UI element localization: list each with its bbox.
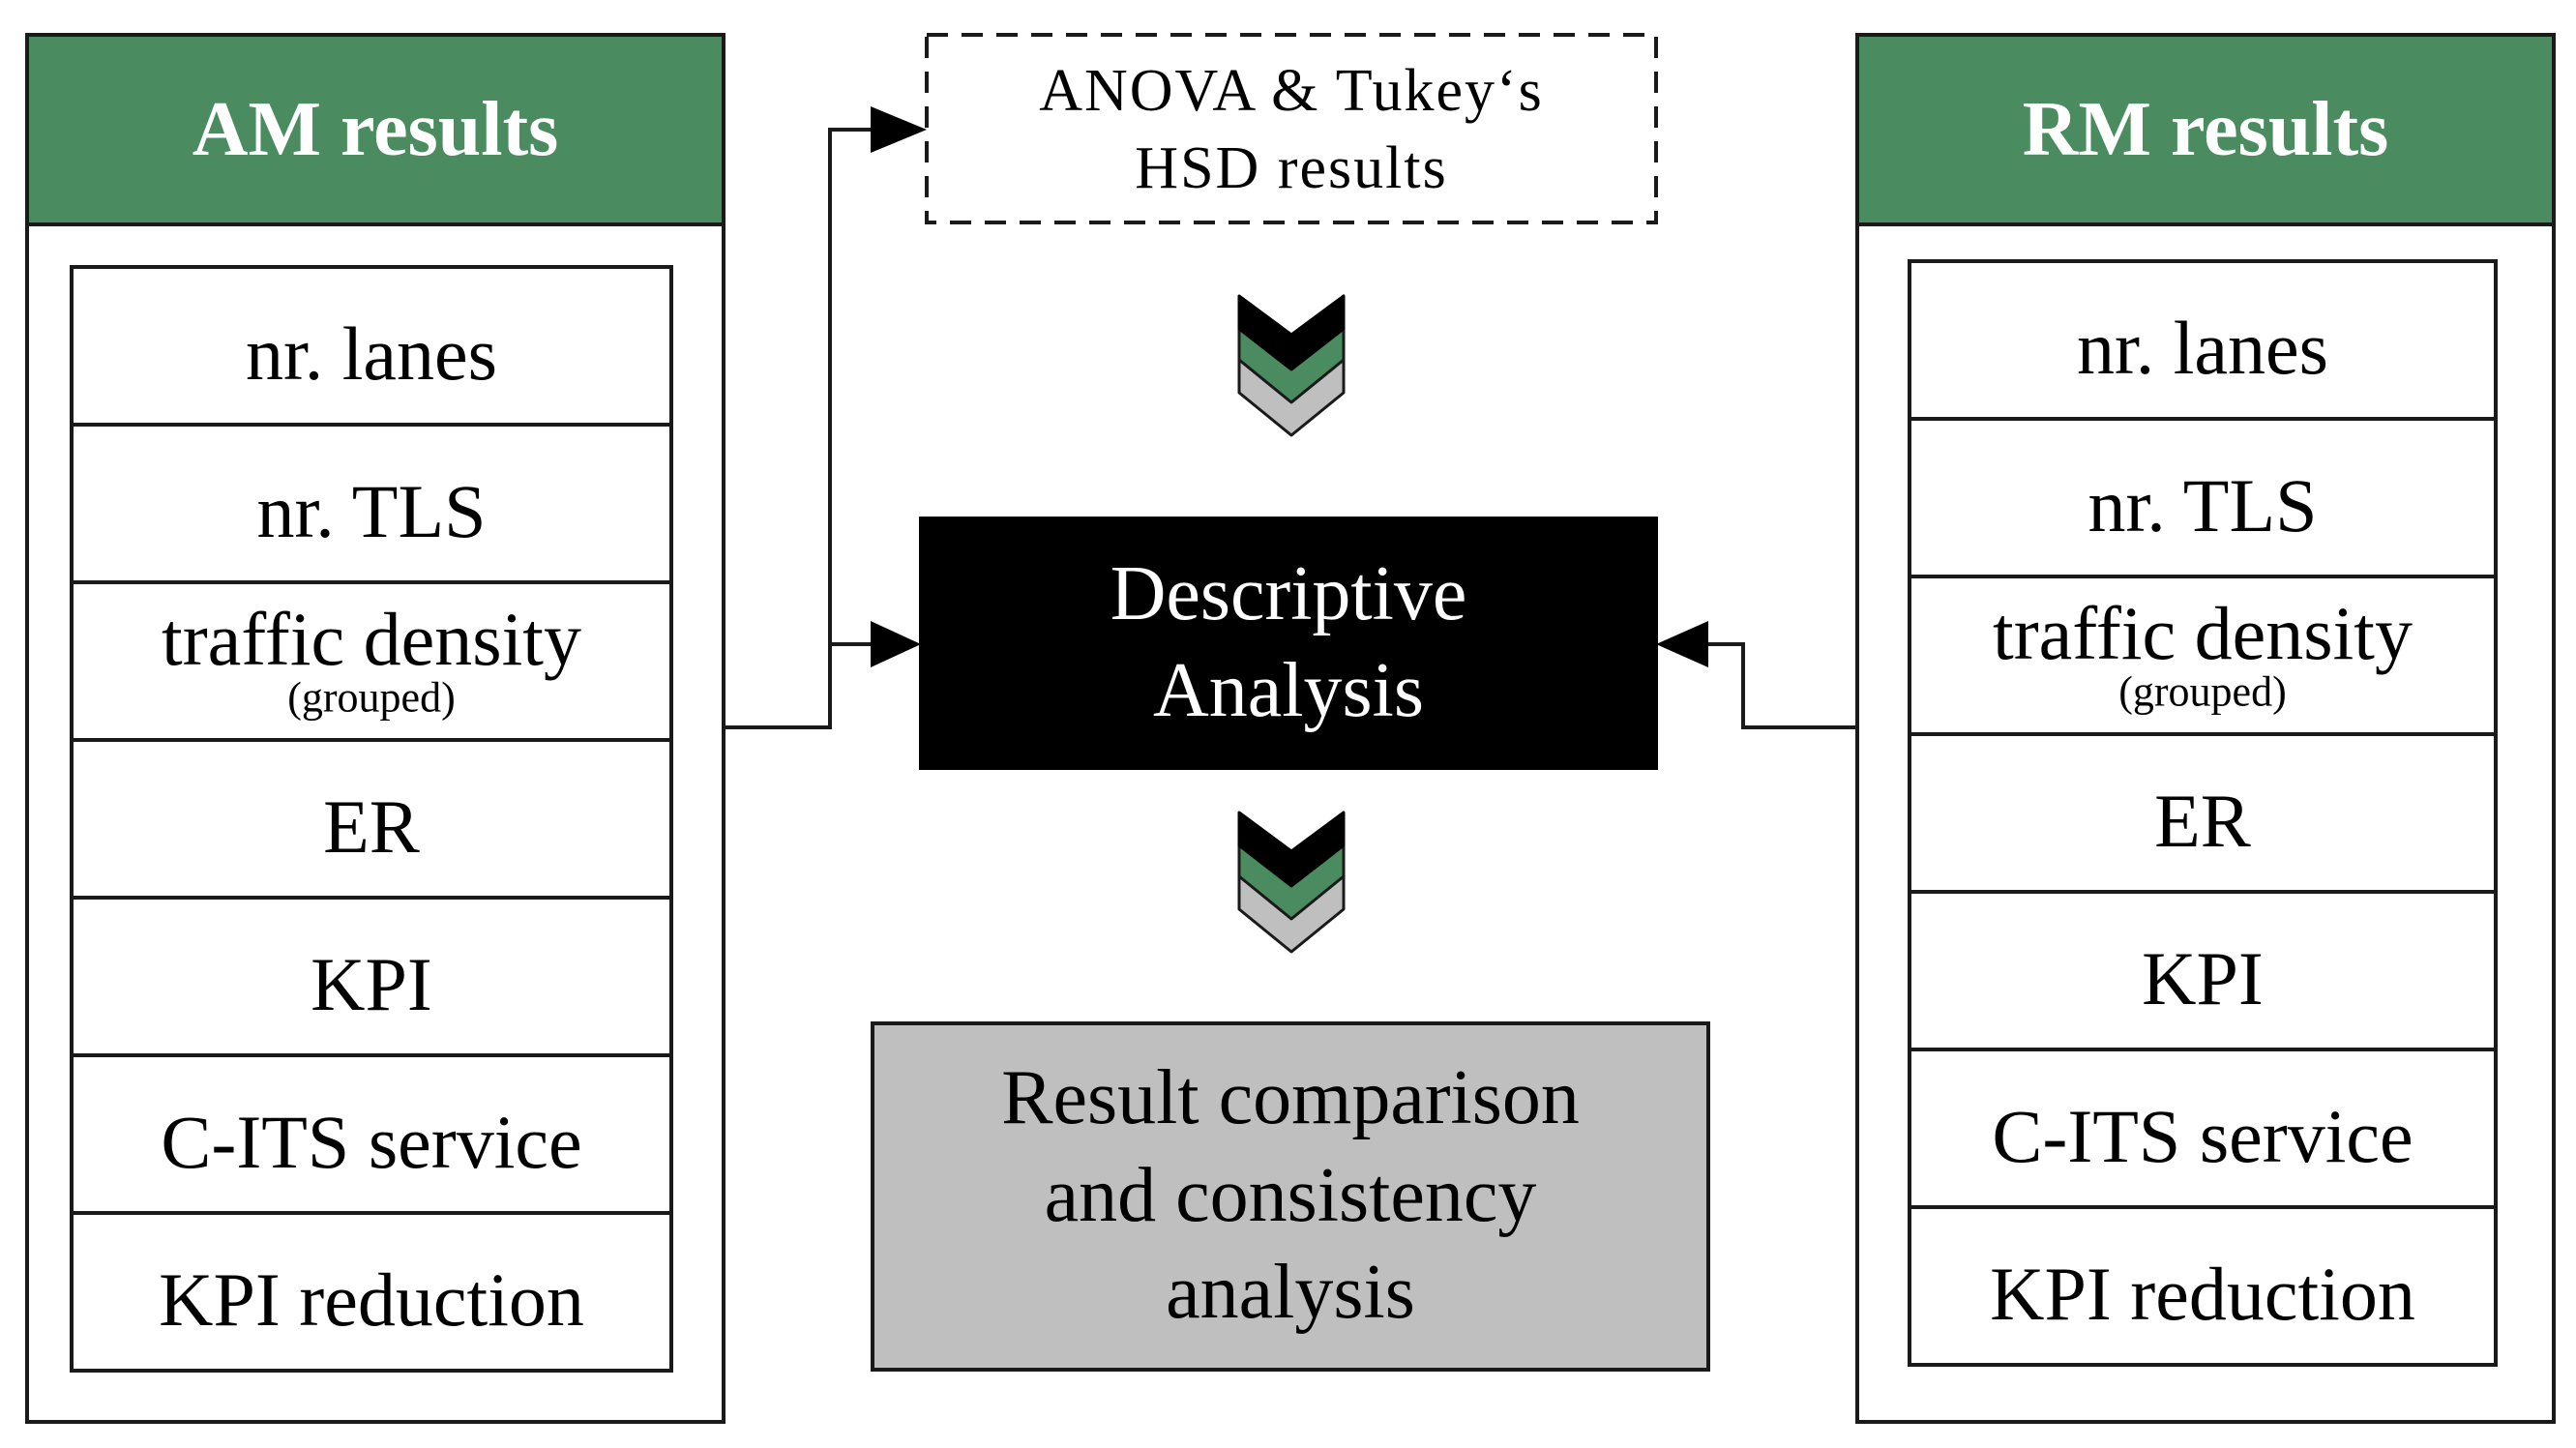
am-row: C-ITS service (70, 1053, 673, 1215)
am-row: nr. lanes (70, 265, 673, 427)
am-row-label: ER (323, 784, 420, 869)
am-results-panel: AM results nr. lanes nr. TLS traffic densi… (25, 33, 725, 1424)
am-row-label: nr. lanes (246, 311, 497, 396)
rm-row-label: ER (2154, 779, 2251, 863)
am-row: nr. TLS (70, 423, 673, 584)
am-row-label: traffic density (162, 597, 581, 681)
rm-row: traffic density(grouped) (1908, 575, 2498, 736)
descriptive-line-1: Descriptive (1110, 551, 1467, 636)
arrow-right-icon (871, 621, 921, 667)
double-chevron-down-icon (1237, 811, 1346, 954)
am-row: ER (70, 738, 673, 900)
rm-row: KPI reduction (1908, 1205, 2498, 1367)
rm-row-label: traffic density (1993, 591, 2413, 675)
rm-row: C-ITS service (1908, 1048, 2498, 1209)
am-row-label: KPI reduction (159, 1257, 584, 1342)
rm-row-label: KPI reduction (1990, 1252, 2415, 1336)
rm-row-label: KPI (2142, 936, 2264, 1020)
am-row: KPI reduction (70, 1211, 673, 1373)
am-results-title: AM results (192, 87, 558, 172)
am-row-label: C-ITS service (161, 1100, 581, 1184)
am-connector (724, 128, 871, 729)
rm-row: KPI (1908, 890, 2498, 1051)
rm-results-panel: RM results nr. lanes nr. TLS traffic densi… (1855, 33, 2556, 1424)
am-results-header (25, 33, 725, 226)
rm-results-list: nr. lanes nr. TLS traffic density(grouped)… (1908, 259, 2498, 1367)
result-line-2: and consistency (1045, 1153, 1537, 1238)
arrow-right-icon (871, 106, 927, 153)
result-line-1: Result comparison (1001, 1055, 1580, 1140)
anova-box: ANOVA & Tukey‘s HSD results (925, 33, 1658, 224)
rm-connector (1708, 642, 1857, 729)
rm-row: ER (1908, 732, 2498, 894)
anova-line-2: HSD results (1135, 135, 1447, 201)
double-chevron-down-icon (1237, 294, 1346, 437)
rm-row-label: nr. lanes (2077, 306, 2328, 390)
result-line-3: analysis (1166, 1250, 1415, 1335)
rm-row-label: C-ITS service (1992, 1094, 2413, 1178)
rm-row-sublabel: (grouped) (2118, 667, 2287, 715)
am-row-label: KPI (311, 942, 432, 1026)
rm-row: nr. TLS (1908, 417, 2498, 578)
result-comparison-box: Result comparison and consistency analys… (871, 1021, 1710, 1372)
descriptive-analysis-box: Descriptive Analysis (919, 517, 1658, 770)
anova-line-1: ANOVA & Tukey‘s (1039, 58, 1544, 124)
am-row: traffic density(grouped) (70, 580, 673, 742)
rm-results-title: RM results (2023, 87, 2388, 172)
arrow-left-icon (1656, 621, 1708, 667)
am-results-list: nr. lanes nr. TLS traffic density(grouped)… (70, 265, 673, 1373)
descriptive-line-2: Analysis (1153, 648, 1424, 733)
am-row: KPI (70, 896, 673, 1057)
rm-row-label: nr. TLS (2088, 463, 2318, 547)
rm-results-header (1855, 33, 2556, 226)
am-row-sublabel: (grouped) (287, 673, 456, 721)
rm-row: nr. lanes (1908, 259, 2498, 421)
am-row-label: nr. TLS (257, 469, 487, 553)
